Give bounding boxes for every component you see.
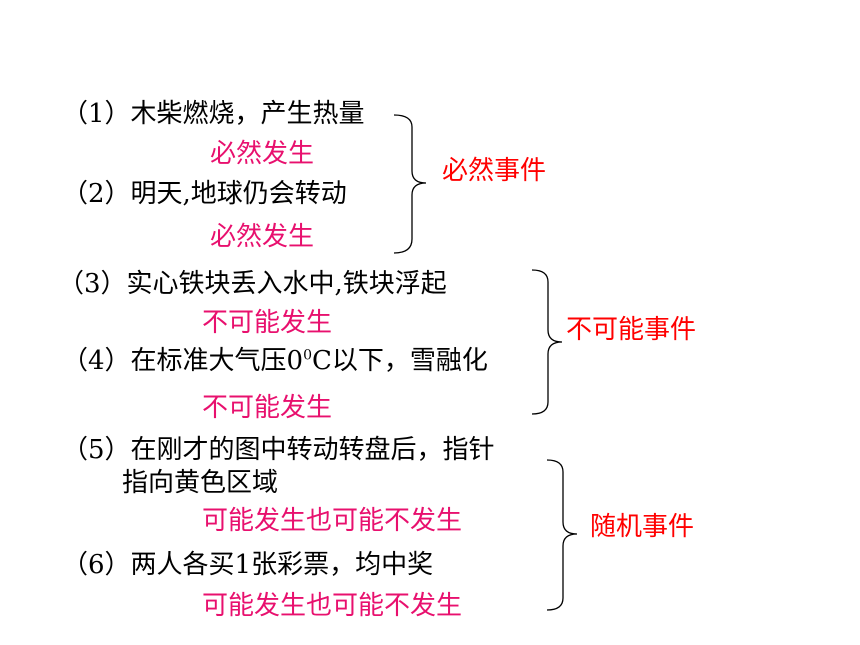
item-6: （6）两人各买1张彩票，均中奖 <box>62 549 433 581</box>
brace-impossible <box>531 269 563 415</box>
item-6-number: （6） <box>62 550 131 580</box>
item-1: （1）木柴燃烧，产生热量 <box>62 98 365 130</box>
brace-random <box>546 459 578 611</box>
item-4-number: （4） <box>62 346 131 376</box>
item-2-answer: 必然发生 <box>210 222 315 252</box>
item-1-number: （1） <box>62 99 131 129</box>
item-2: （2）明天,地球仍会转动 <box>62 178 347 210</box>
brace-certain <box>393 114 427 254</box>
item-5-number: （5） <box>62 435 131 465</box>
item-3-number: （3） <box>58 269 127 299</box>
item-4: （4）在标准大气压00C以下，雪融化 <box>62 345 488 377</box>
category-certain: 必然事件 <box>442 156 547 186</box>
item-4-text: 在标准大气压00C以下，雪融化 <box>130 346 488 376</box>
item-6-answer: 可能发生也可能不发生 <box>202 591 463 621</box>
item-1-answer: 必然发生 <box>210 139 315 169</box>
item-5: （5）在刚才的图中转动转盘后，指针 <box>62 434 495 466</box>
item-3: （3）实心铁块丢入水中,铁块浮起 <box>58 268 447 300</box>
category-random: 随机事件 <box>590 512 695 542</box>
item-4-answer: 不可能发生 <box>202 393 333 423</box>
item-2-text: 明天,地球仍会转动 <box>130 179 347 209</box>
item-5-text: 在刚才的图中转动转盘后，指针 <box>130 435 495 465</box>
item-6-text: 两人各买1张彩票，均中奖 <box>130 550 434 580</box>
item-5-text-line2: 指向黄色区域 <box>122 468 279 498</box>
item-2-number: （2） <box>62 179 131 209</box>
category-impossible: 不可能事件 <box>566 315 697 345</box>
item-1-text: 木柴燃烧，产生热量 <box>130 99 365 129</box>
item-3-text: 实心铁块丢入水中,铁块浮起 <box>126 269 447 299</box>
item-5-answer: 可能发生也可能不发生 <box>202 506 463 536</box>
item-3-answer: 不可能发生 <box>202 308 333 338</box>
item-4-sup: 0 <box>303 347 313 364</box>
